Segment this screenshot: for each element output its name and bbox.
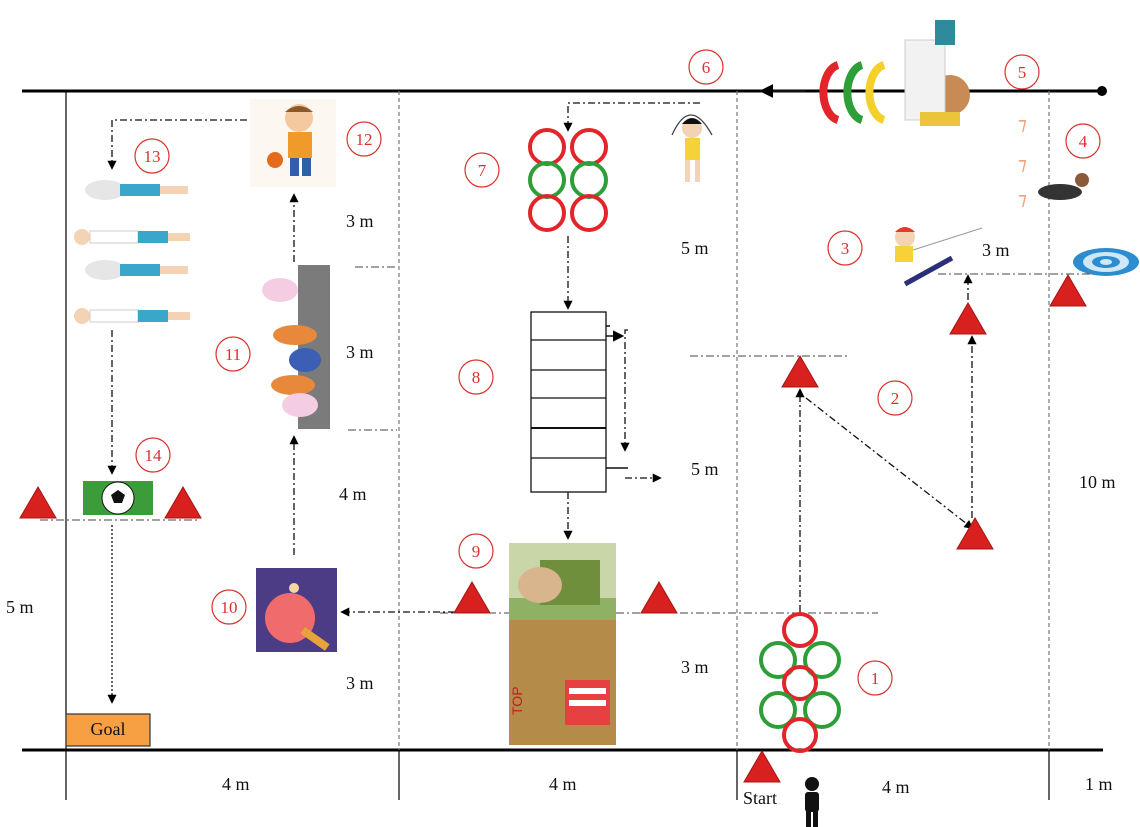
station-marker-14: 14	[135, 437, 171, 473]
station-marker-12: 12	[346, 121, 382, 157]
ladder-frame	[530, 311, 607, 493]
cone-col4-mid	[949, 302, 987, 335]
hoop-7	[782, 717, 818, 753]
crawl-picture: ⁊ ⁊ ⁊	[1018, 114, 1089, 209]
dist-col2-4m: 4 m	[339, 484, 367, 504]
goal-box: Goal	[65, 713, 151, 747]
start-label: Start	[743, 788, 777, 808]
hoop-4	[782, 665, 818, 701]
distance-labels: 4 m 4 m 4 m 1 m 5 m 3 m 3 m 4 m 3 m 5 m …	[6, 211, 1116, 797]
cone-start	[743, 750, 781, 783]
hurdle-bench-picture: TOP	[509, 543, 616, 745]
svg-text:⁊: ⁊	[1018, 114, 1027, 134]
dist-col2-3m-bot: 3 m	[346, 673, 374, 693]
cone-2-top	[781, 355, 819, 388]
soccer-ball-picture	[83, 481, 153, 515]
station-marker-8: 8	[458, 359, 494, 395]
hoop-ladder	[759, 612, 841, 753]
forward-roll-picture	[258, 265, 330, 429]
cone-soccer-right	[164, 486, 202, 519]
svg-text:8: 8	[472, 368, 481, 387]
station-marker-6: 6	[688, 49, 724, 85]
hoop-grid-6	[570, 194, 608, 232]
svg-text:⁊: ⁊	[1018, 154, 1027, 174]
station-marker-4: 4	[1065, 123, 1101, 159]
svg-text:11: 11	[225, 345, 241, 364]
hoop-3	[803, 641, 841, 679]
dist-col3-5m-mid: 5 m	[691, 459, 719, 479]
station-marker-10: 10	[211, 589, 247, 625]
hoop-grid-4	[570, 161, 608, 199]
hoop-grid-2	[570, 128, 608, 166]
dist-col3-3m-bot: 3 m	[681, 657, 709, 677]
station-marker-11: 11	[215, 336, 251, 372]
dist-col4-3m: 3 m	[982, 240, 1010, 260]
hoop-grid	[528, 128, 608, 232]
svg-text:13: 13	[144, 147, 161, 166]
cone-bench-right	[640, 581, 678, 614]
station-marker-2: 2	[877, 380, 913, 416]
dist-bottom-2: 4 m	[549, 774, 577, 794]
top-line-end-dot	[1097, 86, 1107, 96]
jump-rope-picture	[671, 114, 713, 182]
agility-ladder	[530, 311, 607, 493]
hoop-2	[759, 641, 797, 679]
svg-text:TOP: TOP	[509, 686, 525, 715]
svg-text:6: 6	[702, 58, 711, 77]
dist-col2-3m-mid: 3 m	[346, 342, 374, 362]
flow-arrows	[107, 84, 977, 704]
rolling-picture	[74, 180, 190, 324]
hoop-grid-1	[528, 128, 566, 166]
station-markers: 1 2 3 4 5 6 7 8 9 10 11 12 13 14	[134, 49, 1101, 696]
svg-text:10: 10	[221, 598, 238, 617]
dist-bottom-1: 4 m	[222, 774, 250, 794]
person-icon	[805, 777, 819, 827]
svg-text:⁊: ⁊	[1018, 189, 1027, 209]
dist-right-10m: 10 m	[1079, 472, 1116, 492]
station-marker-9: 9	[458, 533, 494, 569]
svg-text:3: 3	[841, 239, 850, 258]
svg-text:14: 14	[145, 446, 163, 465]
cone-bench-left	[453, 581, 491, 614]
dist-col3-5m-top: 5 m	[681, 238, 709, 258]
throw-picture	[895, 227, 983, 287]
dist-col2-3m-top: 3 m	[346, 211, 374, 231]
dribble-kid-picture	[250, 99, 336, 187]
table-tennis-picture	[256, 568, 337, 652]
dist-left-5m: 5 m	[6, 597, 34, 617]
station-marker-13: 13	[134, 138, 170, 174]
cone-col4-top	[1049, 274, 1087, 307]
arrow-12-to-13	[107, 119, 262, 170]
hoop-5	[759, 691, 797, 729]
cone-2-bottom	[956, 517, 994, 550]
station-marker-3: 3	[827, 230, 863, 266]
station-marker-7: 7	[464, 152, 500, 188]
svg-text:5: 5	[1018, 63, 1027, 82]
station-marker-5: 5	[1004, 54, 1040, 90]
goal-label: Goal	[91, 719, 126, 739]
hoop-1	[782, 612, 818, 648]
arrow-2-diag	[805, 397, 974, 530]
hoop-grid-3	[528, 161, 566, 199]
cone-soccer-left	[19, 486, 57, 519]
hoop-6	[803, 691, 841, 729]
dist-bottom-4: 1 m	[1085, 774, 1113, 794]
svg-text:4: 4	[1079, 132, 1088, 151]
svg-text:1: 1	[871, 669, 880, 688]
svg-text:2: 2	[891, 389, 900, 408]
svg-text:7: 7	[478, 161, 487, 180]
hurdle-runner-picture	[819, 20, 970, 126]
dist-bottom-3: 4 m	[882, 777, 910, 797]
arrow-6-to-7	[563, 102, 700, 132]
target-icon	[1073, 248, 1139, 276]
hoop-grid-5	[528, 194, 566, 232]
svg-text:12: 12	[356, 130, 373, 149]
svg-text:9: 9	[472, 542, 481, 561]
arrow-8-shuttle-a	[620, 329, 630, 452]
station-marker-1: 1	[857, 660, 893, 696]
